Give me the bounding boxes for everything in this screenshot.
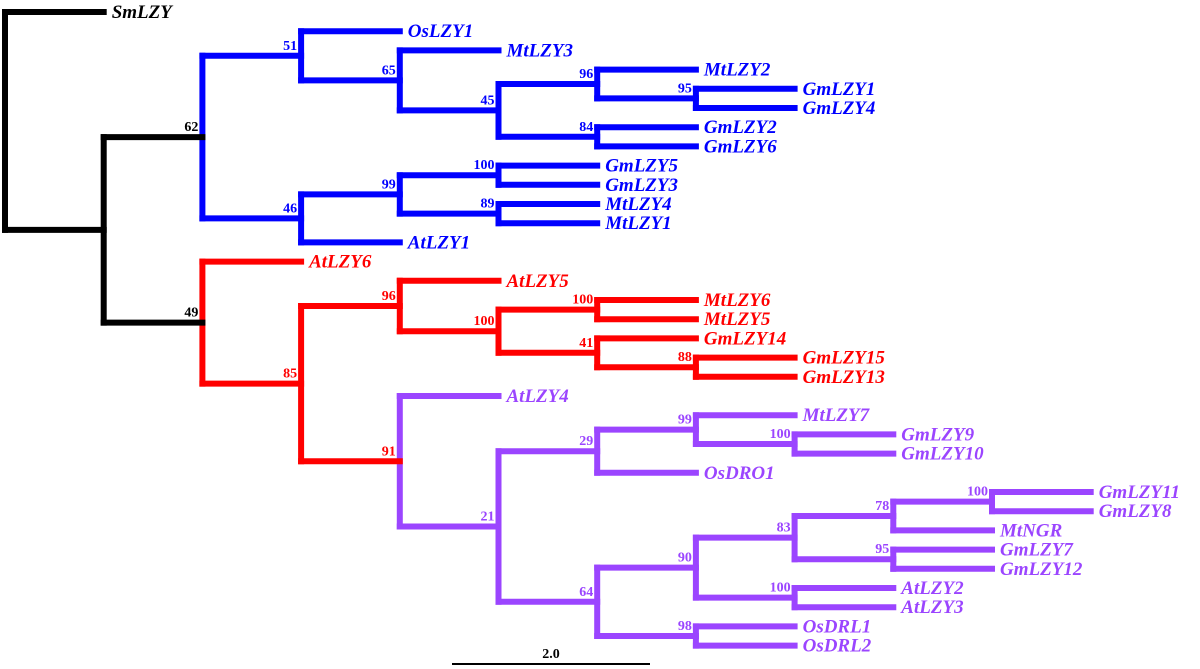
support-value: 21 bbox=[481, 510, 495, 525]
support-value: 100 bbox=[967, 485, 988, 500]
support-value: 100 bbox=[474, 158, 495, 173]
taxon-label: GmLZY8 bbox=[1099, 501, 1172, 522]
support-value: 96 bbox=[382, 289, 396, 304]
taxon-label: MtLZY4 bbox=[604, 194, 672, 215]
support-value: 100 bbox=[770, 427, 791, 442]
support-value: 85 bbox=[283, 367, 297, 382]
taxon-label: GmLZY4 bbox=[803, 98, 876, 119]
taxon-label: AtLZY4 bbox=[506, 386, 569, 407]
taxon-label: GmLZY1 bbox=[803, 79, 876, 100]
taxon-label: MtLZY6 bbox=[703, 290, 771, 311]
taxon-label: AtLZY6 bbox=[308, 252, 372, 273]
taxon-label: GmLZY13 bbox=[803, 367, 885, 388]
support-value: 83 bbox=[777, 521, 791, 536]
support-value: 62 bbox=[184, 120, 198, 135]
support-value: 98 bbox=[678, 619, 692, 634]
taxon-label: OsLZY1 bbox=[408, 21, 473, 42]
support-value: 95 bbox=[678, 81, 692, 96]
taxon-label: MtLZY1 bbox=[604, 213, 672, 234]
support-value: 51 bbox=[283, 39, 297, 54]
support-value: 89 bbox=[481, 197, 495, 212]
support-value: 99 bbox=[382, 177, 396, 192]
taxon-label: MtNGR bbox=[999, 520, 1062, 541]
support-value: 45 bbox=[481, 93, 495, 108]
taxon-label: GmLZY12 bbox=[1000, 559, 1083, 580]
support-value: 100 bbox=[474, 314, 495, 329]
taxon-label: OsDRO1 bbox=[704, 463, 775, 484]
taxon-label: OsDRL1 bbox=[803, 616, 872, 637]
taxon-label: MtLZY3 bbox=[506, 40, 574, 61]
taxon-label: MtLZY2 bbox=[703, 60, 771, 81]
taxon-label: AtLZY2 bbox=[900, 578, 964, 599]
support-value: 41 bbox=[579, 336, 593, 351]
taxon-label: SmLZY bbox=[112, 2, 175, 23]
support-value: 100 bbox=[770, 581, 791, 596]
support-value: 49 bbox=[184, 306, 198, 321]
taxon-label: GmLZY10 bbox=[901, 444, 984, 465]
taxon-label: AtLZY5 bbox=[506, 271, 570, 292]
support-value: 95 bbox=[875, 542, 889, 557]
taxon-label: GmLZY6 bbox=[704, 136, 777, 157]
taxon-label: OsDRL2 bbox=[803, 636, 872, 657]
support-value: 29 bbox=[579, 434, 593, 449]
taxon-label: GmLZY14 bbox=[704, 328, 786, 349]
support-value: 91 bbox=[382, 444, 396, 459]
support-value: 65 bbox=[382, 63, 396, 78]
taxon-label: MtLZY7 bbox=[802, 405, 871, 426]
support-value: 88 bbox=[678, 350, 692, 365]
support-value: 99 bbox=[678, 413, 692, 428]
taxon-label: MtLZY5 bbox=[703, 309, 771, 330]
taxon-label: GmLZY15 bbox=[803, 348, 886, 369]
support-value: 96 bbox=[579, 67, 593, 82]
taxon-label: GmLZY3 bbox=[605, 175, 678, 196]
support-value: 64 bbox=[579, 585, 593, 600]
support-value: 46 bbox=[283, 201, 297, 216]
taxon-label: GmLZY2 bbox=[704, 117, 777, 138]
taxon-label: AtLZY3 bbox=[900, 597, 963, 618]
support-value: 90 bbox=[678, 551, 692, 566]
taxon-label: GmLZY9 bbox=[901, 424, 974, 445]
taxon-label: GmLZY5 bbox=[605, 156, 678, 177]
support-value: 100 bbox=[572, 293, 593, 308]
scale-bar-label: 2.0 bbox=[542, 647, 560, 662]
taxon-label: GmLZY11 bbox=[1099, 482, 1180, 503]
taxon-label: AtLZY1 bbox=[407, 232, 470, 253]
taxon-label: GmLZY7 bbox=[1000, 540, 1074, 561]
support-value: 78 bbox=[875, 499, 889, 514]
support-value: 84 bbox=[579, 120, 593, 135]
